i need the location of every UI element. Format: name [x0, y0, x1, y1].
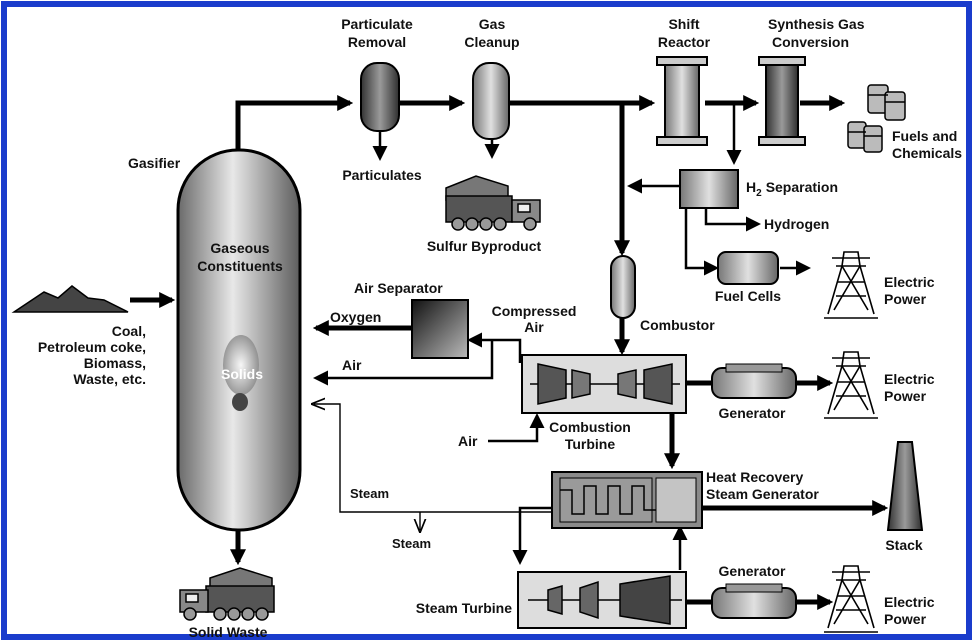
air-intake-label: Air [458, 433, 478, 449]
gas-cleanup-label-2: Cleanup [464, 34, 519, 50]
power-tower-icon-2 [824, 351, 878, 419]
gaseous-constituents-label-2: Constituents [197, 258, 283, 274]
combustion-turbine-label-1: Combustion [549, 419, 631, 435]
air-to-gasifier-label: Air [342, 357, 362, 373]
feedstock-label-1: Coal, [112, 323, 146, 339]
electric-power-3-label-2: Power [884, 611, 927, 627]
combustion-turbine-label-2: Turbine [565, 436, 616, 452]
generator-1 [711, 363, 797, 399]
air-separator-label: Air Separator [354, 280, 443, 296]
labels: Particulate Removal Gas Cleanup Shift Re… [38, 16, 962, 640]
heat-recovery-label-2: Steam Generator [706, 486, 819, 502]
heat-recovery-label-1: Heat Recovery [706, 469, 803, 485]
exhaust-stack [886, 441, 924, 531]
gas-cleanup-vessel [472, 62, 510, 140]
feedstock-label-2: Petroleum coke, [38, 339, 146, 355]
gas-cleanup-label-1: Gas [479, 16, 506, 32]
solid-waste-truck-icon [179, 567, 275, 621]
shift-reactor [656, 56, 708, 146]
synthesis-gas-label-1: Synthesis Gas [768, 16, 865, 32]
stack-label: Stack [885, 537, 923, 553]
generator-2-label: Generator [719, 563, 786, 579]
particulate-removal-vessel [360, 62, 400, 132]
generator-2 [711, 583, 797, 619]
fuels-label-2: Chemicals [892, 145, 962, 161]
compressed-air-label-1: Compressed [492, 303, 577, 319]
steam-out-label: Steam [392, 536, 431, 551]
particulate-removal-label-1: Particulate [341, 16, 413, 32]
shift-reactor-label-1: Shift [668, 16, 699, 32]
power-tower-icon-1 [824, 251, 878, 319]
steam-turbine [517, 571, 687, 629]
feedstock-label-4: Waste, etc. [73, 371, 146, 387]
combustor-label: Combustor [640, 317, 715, 333]
secondary-flows [314, 103, 811, 570]
shift-reactor-label-2: Reactor [658, 34, 711, 50]
solid-waste-label: Solid Waste [189, 624, 268, 640]
synthesis-gas-label-2: Conversion [772, 34, 849, 50]
compressed-air-label-2: Air [524, 319, 544, 335]
h2-separation-unit [679, 169, 739, 209]
sulfur-byproduct-label: Sulfur Byproduct [427, 238, 542, 254]
electric-power-3-label-1: Electric [884, 594, 935, 610]
synthesis-gas-reactor [758, 56, 806, 146]
particulates-label: Particulates [342, 167, 422, 183]
electric-power-2-label-2: Power [884, 388, 927, 404]
coal-pile-icon [11, 285, 129, 313]
oxygen-label: Oxygen [330, 309, 381, 325]
fuels-label-1: Fuels and [892, 128, 957, 144]
air-separator-unit [411, 299, 469, 359]
main-process-flow [130, 94, 889, 611]
gaseous-constituents-label-1: Gaseous [210, 240, 269, 256]
steam-return-label: Steam [350, 486, 389, 501]
gasifier-vessel [176, 148, 302, 532]
sulfur-truck-icon [445, 175, 541, 231]
fuel-cells-label: Fuel Cells [715, 288, 781, 304]
solids-label: Solids [221, 366, 263, 382]
steam-turbine-label: Steam Turbine [416, 600, 512, 616]
particulate-removal-label-2: Removal [348, 34, 406, 50]
electric-power-2-label-1: Electric [884, 371, 935, 387]
combustion-turbine [521, 354, 687, 414]
fuel-cells-unit [717, 251, 779, 285]
generator-1-label: Generator [719, 405, 786, 421]
feedstock-label-3: Biomass, [84, 355, 146, 371]
fuel-barrels-icon [847, 84, 906, 153]
power-tower-icon-3 [824, 565, 878, 633]
combustor-vessel [610, 255, 636, 319]
hydrogen-label: Hydrogen [764, 216, 829, 232]
electric-power-1-label-2: Power [884, 291, 927, 307]
heat-recovery-steam-generator [551, 471, 703, 529]
gasifier-label: Gasifier [128, 155, 181, 171]
electric-power-1-label-1: Electric [884, 274, 935, 290]
